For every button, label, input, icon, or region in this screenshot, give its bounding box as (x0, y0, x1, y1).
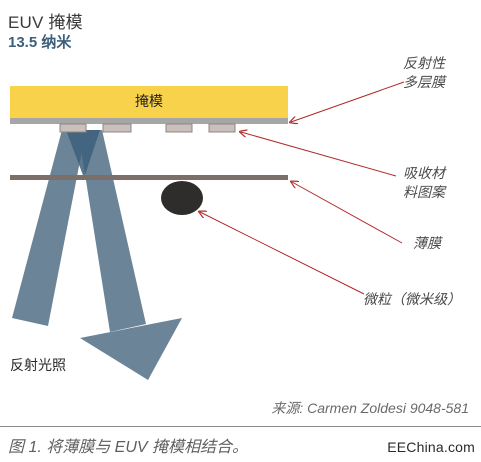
absorber-block (59, 123, 87, 133)
source-credit: 来源: Carmen Zoldesi 9048-581 (271, 400, 469, 416)
absorber-block (102, 123, 132, 133)
absorber-block (208, 123, 236, 133)
mask-label: 掩模 (135, 93, 163, 109)
reflected-light-label: 反射光照 (10, 357, 66, 373)
figure-caption: 图 1. 将薄膜与 EUV 掩模相结合。 (8, 439, 249, 456)
callout-arrow-multilayer (291, 81, 405, 122)
callout-arrow-absorber (241, 132, 397, 177)
callout-pellicle: 薄膜 (413, 235, 441, 251)
callout-absorber-pattern: 吸收材 料图案 (403, 165, 445, 200)
pellicle-membrane (10, 175, 288, 180)
callout-arrow-pellicle (292, 182, 403, 244)
reflected-beam-right (78, 130, 146, 332)
beam-overlap (66, 130, 100, 178)
caption-divider (0, 426, 481, 427)
brand-watermark: EEChina.com (387, 439, 475, 455)
callout-reflective-multilayer: 反射性 多层膜 (403, 55, 445, 90)
absorber-block (165, 123, 193, 133)
callout-arrow-particle (200, 212, 365, 295)
particle (161, 181, 203, 215)
mask-block (10, 86, 288, 118)
diagram-title: EUV 掩模 (8, 13, 83, 32)
diagram-subtitle: 13.5 纳米 (8, 34, 72, 51)
mask-label-container: 掩模 (10, 88, 288, 114)
callout-particle: 微粒（微米级） (363, 291, 461, 307)
reflective-multilayer (10, 118, 288, 124)
incident-beam-left (12, 130, 86, 326)
reflected-beam-arrowhead (80, 318, 182, 380)
